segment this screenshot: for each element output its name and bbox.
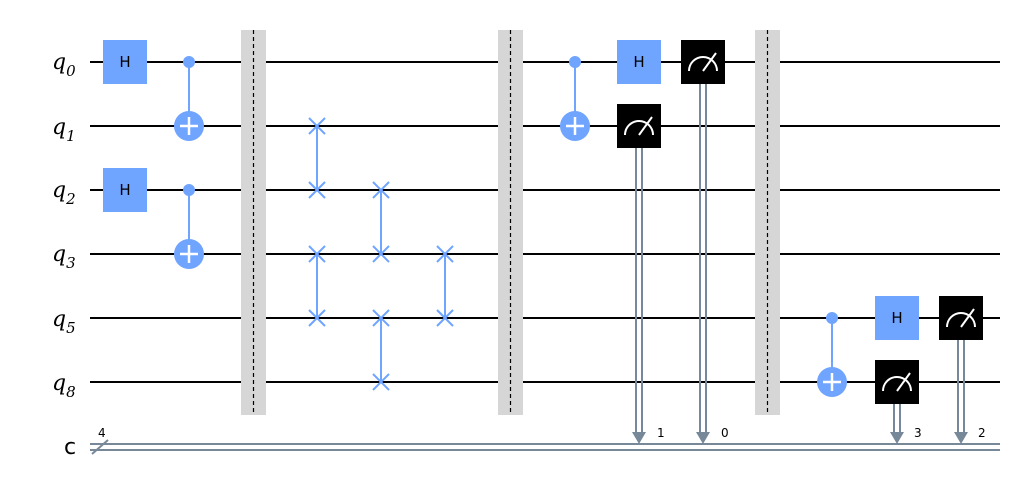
classical-wire <box>90 443 1000 451</box>
measure-q8: 3 <box>875 360 922 444</box>
bit-label-1: 1 <box>657 426 665 440</box>
h-gate-q0-first: H <box>103 40 147 84</box>
swap-q2-q3 <box>372 181 390 263</box>
svg-text:H: H <box>119 181 130 199</box>
bit-label-0: 0 <box>721 426 729 440</box>
qubit-label-q5: q5 <box>52 307 76 337</box>
cnot-q5-q8 <box>817 312 847 397</box>
register-size-label: 4 <box>98 426 106 440</box>
cnot-q0-q1-second <box>560 56 590 141</box>
bit-label-3: 3 <box>914 426 922 440</box>
measure-q5: 2 <box>939 296 986 444</box>
qubit-label-q2: q2 <box>52 178 76 208</box>
cnot-q2-q3 <box>174 184 204 269</box>
h-gate-q5: H <box>875 296 919 340</box>
svg-text:H: H <box>891 309 902 327</box>
swap-q3-q5-first <box>308 245 326 327</box>
qubit-labels: q0 q1 q2 q3 q5 q8 c <box>52 50 76 460</box>
classical-register-label: c <box>64 435 76 460</box>
measure-q1: 1 <box>617 104 665 444</box>
h-gate-q0-second: H <box>617 40 661 84</box>
barrier-1 <box>241 30 266 415</box>
barrier-2 <box>498 30 523 415</box>
qubit-wires <box>90 61 1000 383</box>
swap-q1-q2 <box>308 117 326 199</box>
qubit-label-q0: q0 <box>52 50 76 80</box>
barrier-3 <box>755 30 780 415</box>
swap-q5-q8 <box>372 309 390 391</box>
qubit-label-q1: q1 <box>52 115 76 145</box>
qubit-label-q8: q8 <box>52 371 76 401</box>
bit-label-2: 2 <box>978 426 986 440</box>
svg-text:H: H <box>633 53 644 71</box>
h-gate-q2: H <box>103 168 147 212</box>
register-size-slash <box>91 439 109 455</box>
swap-q3-q5-second <box>436 245 454 327</box>
svg-text:H: H <box>119 53 130 71</box>
measure-q0: 0 <box>681 40 729 444</box>
cnot-q0-q1 <box>174 56 204 141</box>
qubit-label-q3: q3 <box>52 242 76 272</box>
